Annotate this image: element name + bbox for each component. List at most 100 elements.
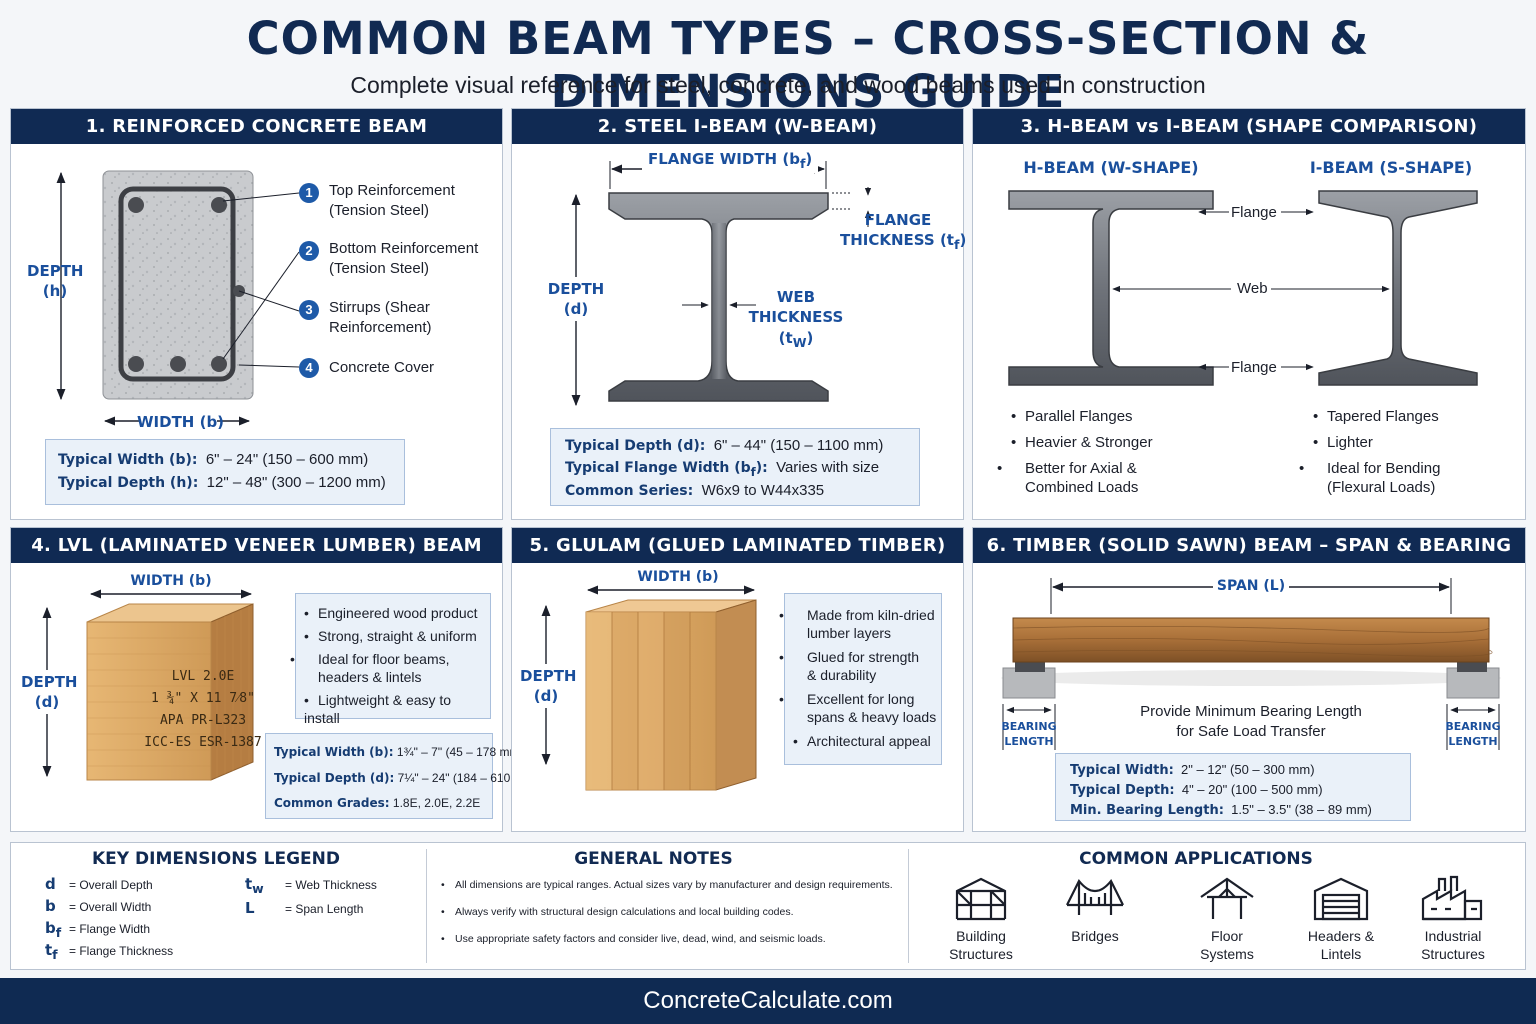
callout-subtitle: (Tension Steel) [329, 202, 430, 219]
panel-timber-beam: 6. TIMBER (SOLID SAWN) BEAM – SPAN & BEA… [972, 527, 1526, 832]
concrete-section [102, 170, 254, 400]
bottom-info-panel: KEY DIMENSIONS LEGEND d= Overall Depth b… [10, 842, 1526, 970]
concrete-beam-diagram [56, 170, 300, 431]
i-beam-shape [1318, 190, 1478, 386]
list-item: •Strong, straight & uniform [304, 628, 477, 644]
timber-beam [1012, 617, 1490, 663]
flange-label-top: Flange [1231, 204, 1277, 221]
rebar-bottom [170, 356, 186, 372]
page-title: COMMON BEAM TYPES – CROSS-SECTION & DIME… [246, 12, 1370, 118]
callout-number: 3 [299, 300, 319, 320]
legend-item: d= Overall Depth [45, 875, 153, 893]
legend-item: bf= Flange Width [45, 919, 151, 940]
list-item: •Excellent for long spans & heavy loads [779, 691, 937, 725]
callout-title: Concrete Cover [329, 359, 435, 376]
width-label: WIDTH (b) [637, 569, 719, 585]
list-item: •Parallel Flanges [1011, 408, 1133, 425]
list-item: •Heavier & Stronger [1011, 434, 1153, 451]
h-beam-features: •Parallel Flanges •Heavier & Stronger •B… [997, 407, 1153, 497]
list-item: •Ideal for Bending (Flexural Loads) [1299, 460, 1441, 496]
glulam-beam-diagram [520, 568, 757, 791]
divider [908, 849, 909, 963]
spec-row: Typical Depth: 4" – 20" (100 – 500 mm) [1070, 782, 1323, 798]
callout-number: 1 [299, 183, 319, 203]
lvl-features-box: •Engineered wood product •Strong, straig… [290, 593, 491, 726]
list-item: •Made from kiln-dried lumber layers [779, 607, 935, 641]
panel-lvl-beam: 4. LVL (LAMINATED VENEER LUMBER) BEAM WI… [10, 527, 538, 832]
rebar-top [128, 197, 144, 213]
legend-item: L= Span Length [245, 899, 364, 917]
divider [426, 849, 427, 963]
timber-beam-diagram [1001, 576, 1501, 750]
spec-row: Typical Flange Width (bf): Varies with s… [565, 459, 880, 479]
flange-label-bottom: Flange [1231, 359, 1277, 376]
callout-2: 2 Bottom Reinforcement (Tension Steel) [299, 239, 478, 279]
steel-spec-box: Typical Depth (d): 6" – 44" (150 – 1100 … [550, 428, 920, 506]
list-item: •Lighter [1313, 434, 1373, 451]
panel-h-vs-i-beam: 3. H-BEAM vs I-BEAM (SHAPE COMPARISON) H… [972, 108, 1526, 520]
support-left [1002, 667, 1056, 699]
rebar-bottom [211, 356, 227, 372]
lvl-face [86, 621, 212, 781]
h-beam-title: H-BEAM (W-SHAPE) [1023, 158, 1199, 177]
i-beam-features: •Tapered Flanges •Lighter •Ideal for Ben… [1299, 407, 1441, 497]
callout-title: Bottom Reinforcement [329, 240, 479, 257]
list-item: •Ideal for floor beams, headers & lintel… [290, 651, 450, 685]
rebar-bottom [128, 356, 144, 372]
panel-heading: 1. REINFORCED CONCRETE BEAM [11, 109, 502, 144]
flange-width-label: FLANGE WIDTH (bf) [642, 149, 819, 173]
span-label: SPAN (L) [1216, 578, 1286, 594]
app-label: Industrial Structures [1421, 928, 1485, 962]
legend-item: b= Overall Width [45, 897, 152, 915]
bridge-icon [1066, 878, 1124, 915]
list-item: •All dimensions are typical ranges. Actu… [441, 879, 893, 891]
legend-item: tw= Web Thickness [245, 875, 377, 896]
flange-thickness-label: FLANGE THICKNESS (tf) [840, 211, 967, 253]
factory-icon [1421, 875, 1483, 921]
glulam-features-box: •Made from kiln-dried lumber layers •Glu… [779, 593, 942, 765]
callout-3: 3 Stirrups (Shear Reinforcement) [299, 298, 432, 338]
support-right [1446, 667, 1500, 699]
list-item: •Lightweight & easy to install [304, 692, 452, 726]
depth-label: DEPTH (d) [547, 280, 605, 319]
list-item: •Always verify with structural design ca… [441, 906, 794, 918]
applications-title: COMMON APPLICATIONS [1079, 849, 1313, 869]
panel-heading: 5. GLULAM (GLUED LAMINATED TIMBER) BEAM [512, 528, 963, 591]
spec-row: Common Grades: 1.8E, 2.0E, 2.2E [274, 796, 481, 810]
footer-site-link[interactable]: ConcreteCalculate.com [0, 978, 1536, 1024]
panel-reinforced-concrete: 1. REINFORCED CONCRETE BEAM DEPTH (h) WI… [10, 108, 503, 520]
bearing-length-label-right: BEARING LENGTH [1445, 720, 1501, 748]
depth-label: DEPTH (d) [520, 667, 577, 706]
applications-list: Building Structures Bridges Floor System… [937, 875, 1517, 967]
app-label: Floor Systems [1200, 928, 1254, 962]
list-item: •Engineered wood product [304, 605, 478, 621]
concrete-spec-box: Typical Width (b): 6" – 24" (150 – 600 m… [45, 439, 405, 505]
callout-subtitle: (Tension Steel) [329, 260, 430, 277]
width-label: WIDTH (b) [130, 573, 212, 589]
panel-heading: 2. STEEL I-BEAM (W-BEAM) [512, 109, 963, 144]
panel-heading: 4. LVL (LAMINATED VENEER LUMBER) BEAM [11, 528, 502, 563]
list-item: •Use appropriate safety factors and cons… [441, 933, 826, 945]
notes-title: GENERAL NOTES [574, 849, 733, 869]
legend-items-left: d= Overall Depth b= Overall Width bf= Fl… [45, 875, 173, 963]
list-item: •Tapered Flanges [1313, 408, 1439, 425]
h-beam-shape [1008, 190, 1214, 386]
web-label: Web [1237, 280, 1268, 297]
steel-i-beam-diagram [548, 161, 872, 407]
spec-row: Common Series: W6x9 to W44x335 [565, 482, 825, 499]
width-label: WIDTH (b) [137, 413, 225, 431]
legend-item: tf= Flange Thickness [45, 941, 174, 962]
building-icon [955, 877, 1007, 921]
callout-1: 1 Top Reinforcement (Tension Steel) [299, 181, 455, 221]
lvl-spec-box: Typical Width (b): 1¾" – 7" (45 – 178 mm… [265, 733, 538, 819]
callout-number: 2 [299, 241, 319, 261]
garage-header-icon [1313, 877, 1369, 921]
app-label: Building Structures [949, 928, 1013, 962]
bearing-length-label-left: BEARING LENGTH [1001, 720, 1057, 748]
spec-row: Typical Depth (h): 12" – 48" (300 – 1200… [58, 474, 386, 491]
legend-items-right: tw= Web Thickness L= Span Length [245, 875, 377, 923]
stirrup [118, 186, 236, 382]
panel-glulam-beam: 5. GLULAM (GLUED LAMINATED TIMBER) BEAM … [511, 527, 964, 832]
lvl-features: •Engineered wood product •Strong, straig… [290, 604, 490, 727]
bearing-note: Provide Minimum Bearing Length for Safe … [1140, 703, 1362, 740]
